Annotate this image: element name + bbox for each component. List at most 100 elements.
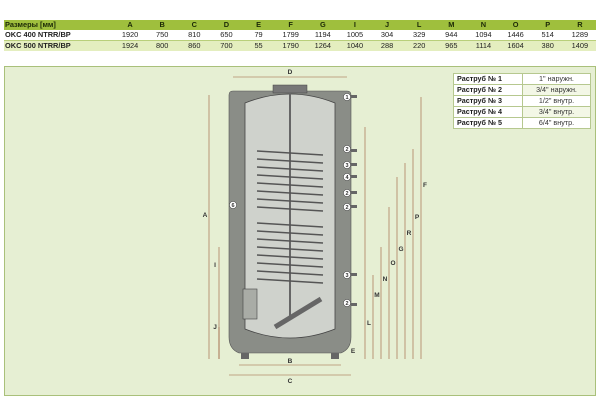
dim-label-i: I — [214, 262, 216, 269]
column-header: M — [435, 20, 468, 30]
dim-label-e: E — [351, 348, 356, 355]
lower-heat-exchanger-coil — [256, 222, 324, 284]
table-cell: 329 — [403, 30, 436, 41]
column-header: C — [178, 20, 211, 30]
connection-number: 2 — [345, 147, 348, 153]
connection-number: 2 — [345, 301, 348, 307]
inlet-pipe — [273, 296, 323, 330]
table-cell: 220 — [403, 40, 436, 51]
column-header: J — [371, 20, 404, 30]
dim-label-n: N — [383, 276, 388, 283]
legend-value: 3/4" наружн. — [522, 84, 591, 96]
legend-name: Раструб № 2 — [453, 84, 523, 96]
dim-label-r: R — [407, 230, 412, 237]
tank-top-cap — [272, 84, 308, 94]
table-cell: 304 — [371, 30, 404, 41]
column-header: P — [531, 20, 564, 30]
table-cell: 1005 — [338, 30, 371, 41]
column-header: G — [306, 20, 339, 30]
table-cell: 1924 — [114, 40, 147, 51]
table-cell: 965 — [435, 40, 468, 51]
table-cell: 1040 — [338, 40, 371, 51]
dim-label-l: L — [367, 320, 371, 327]
dim-label-j: J — [213, 324, 217, 331]
dim-label-m: M — [374, 292, 379, 299]
dim-label-o: O — [390, 260, 395, 267]
connection-number: 1 — [345, 95, 348, 101]
model-name: OKC 500 NTRR/BP — [4, 40, 114, 51]
table-cell: 700 — [210, 40, 243, 51]
legend-row: Раструб № 4 3/4" внутр. — [453, 106, 591, 118]
table-cell: 288 — [371, 40, 404, 51]
legend-name: Раструб № 3 — [453, 95, 523, 107]
dim-label-p: P — [415, 214, 420, 221]
connection-nozzles — [351, 95, 357, 306]
dim-label-f: F — [423, 182, 427, 189]
table-cell: 1194 — [306, 30, 339, 41]
upper-heat-exchanger-coil — [256, 150, 324, 212]
column-header: N — [467, 20, 500, 30]
column-header: R — [563, 20, 596, 30]
table-cell: 1289 — [563, 30, 596, 41]
table-cell: 1790 — [274, 40, 307, 51]
table-cell: 1094 — [467, 30, 500, 41]
table-row: OKC 400 NTRR/BP 1920 750 810 650 79 1799… — [4, 30, 596, 41]
legend-name: Раструб № 4 — [453, 106, 523, 118]
tank-foot — [331, 353, 339, 359]
legend-value: 1" наружн. — [522, 73, 591, 85]
legend-row: Раструб № 1 1" наружн. — [453, 73, 591, 85]
table-cell: 1264 — [306, 40, 339, 51]
connection-number: 6 — [231, 203, 234, 209]
legend-value: 3/4" внутр. — [522, 106, 591, 118]
legend-name: Раструб № 5 — [453, 117, 523, 129]
bottom-flange — [242, 288, 258, 320]
dim-label-g: G — [398, 246, 403, 253]
table-cell: 800 — [146, 40, 179, 51]
table-cell: 650 — [210, 30, 243, 41]
column-header: D — [210, 20, 243, 30]
column-header: L — [403, 20, 436, 30]
legend-row: Раструб № 2 3/4" наружн. — [453, 84, 591, 96]
table-row: OKC 500 NTRR/BP 1924 800 860 700 55 1790… — [4, 40, 596, 51]
legend-value: 1/2" внутр. — [522, 95, 591, 107]
dim-label-b: B — [288, 358, 293, 365]
table-cell: 810 — [178, 30, 211, 41]
legend-value: 6/4" внутр. — [522, 117, 591, 129]
table-cell: 79 — [242, 30, 275, 41]
table-cell: 514 — [531, 30, 564, 41]
dim-label-a: A — [203, 212, 208, 219]
column-header: E — [242, 20, 275, 30]
table-cell: 1446 — [499, 30, 532, 41]
column-header: B — [146, 20, 179, 30]
table-cell: 1799 — [274, 30, 307, 41]
dimensions-header-row: Размеры [мм] A B C D E F G I J L M N O P… — [4, 20, 596, 30]
table-cell: 55 — [242, 40, 275, 51]
dimensions-header-label: Размеры [мм] — [4, 20, 114, 30]
connection-number: 3 — [345, 163, 348, 169]
table-cell: 860 — [178, 40, 211, 51]
table-cell: 1409 — [563, 40, 596, 51]
dimensions-table: Размеры [мм] A B C D E F G I J L M N O P… — [4, 20, 596, 51]
dim-label-c: C — [288, 378, 293, 385]
connection-number: 3 — [345, 273, 348, 279]
dimension-lines — [208, 76, 422, 376]
table-cell: 380 — [531, 40, 564, 51]
legend-row: Раструб № 5 6/4" внутр. — [453, 117, 591, 129]
legend-name: Раструб № 1 — [453, 73, 523, 85]
connection-markers — [229, 93, 351, 307]
technical-drawing-panel: D A B C E I J L M N O G R P F 1 2 3 4 2 … — [4, 66, 596, 396]
column-header: A — [114, 20, 147, 30]
dim-label-d: D — [288, 69, 293, 76]
connection-legend: Раструб № 1 1" наружн. Раструб № 2 3/4" … — [453, 73, 591, 129]
table-cell: 1920 — [114, 30, 147, 41]
connection-number: 4 — [345, 175, 349, 181]
table-cell: 944 — [435, 30, 468, 41]
column-header: I — [338, 20, 371, 30]
table-cell: 1604 — [499, 40, 532, 51]
table-cell: 1114 — [467, 40, 500, 51]
column-header: O — [499, 20, 532, 30]
connection-number: 2 — [345, 191, 348, 197]
tank-foot — [241, 353, 249, 359]
connection-number: 2 — [345, 205, 348, 211]
tank-drawing: D A B C E I J L M N O G R P F 1 2 3 4 2 … — [203, 69, 427, 385]
